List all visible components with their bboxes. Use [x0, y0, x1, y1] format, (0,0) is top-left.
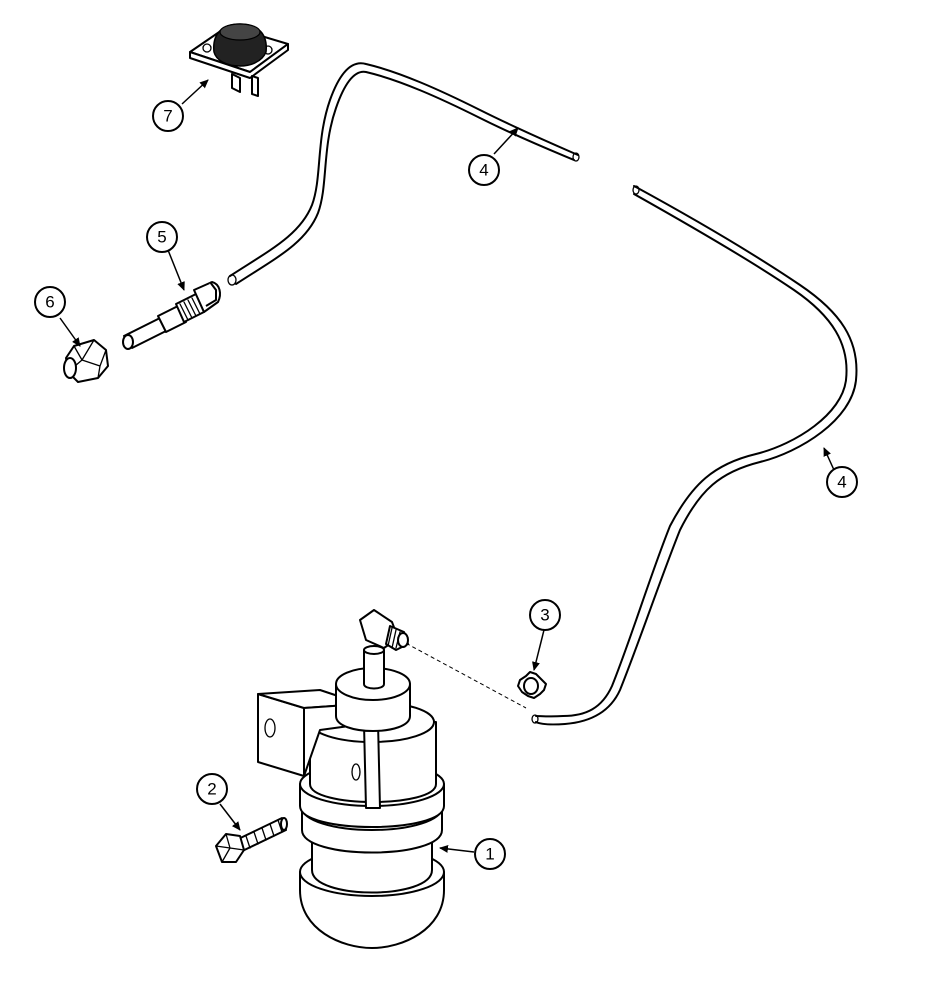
wire-part-4-upper — [227, 62, 580, 286]
callout-4-upper: 4 — [468, 154, 500, 186]
leader-line-1 — [439, 844, 475, 853]
callout-7: 7 — [152, 100, 184, 132]
callout-4-right-label: 4 — [837, 473, 846, 492]
bolt-part-2 — [215, 817, 288, 863]
leader-line-4a — [493, 127, 519, 155]
leader-line-4b — [823, 447, 835, 471]
wire-part-4-right — [531, 185, 858, 726]
leader-line-2 — [219, 803, 241, 831]
callout-1: 1 — [474, 838, 506, 870]
nut-part-6 — [63, 339, 109, 383]
callout-4-upper-label: 4 — [479, 161, 488, 180]
receiver-part-1 — [257, 609, 445, 949]
callout-5-label: 5 — [157, 228, 166, 247]
lock-washer-part-3 — [517, 671, 547, 699]
leader-line-5 — [167, 249, 185, 291]
callout-3-label: 3 — [540, 606, 549, 625]
callout-7-label: 7 — [163, 107, 172, 126]
callout-6-label: 6 — [45, 293, 54, 312]
leader-line-6 — [59, 317, 81, 347]
callout-2: 2 — [196, 773, 228, 805]
callout-6: 6 — [34, 286, 66, 318]
callout-2-label: 2 — [207, 780, 216, 799]
leader-line-3 — [532, 629, 545, 671]
callout-4-right: 4 — [826, 466, 858, 498]
sensor-part-5 — [122, 281, 221, 350]
callout-1-label: 1 — [485, 845, 494, 864]
callout-3: 3 — [529, 599, 561, 631]
callout-5: 5 — [146, 221, 178, 253]
leader-line-7 — [181, 79, 209, 105]
switch-part-7 — [189, 23, 289, 97]
assembly-dash-line — [399, 639, 527, 709]
